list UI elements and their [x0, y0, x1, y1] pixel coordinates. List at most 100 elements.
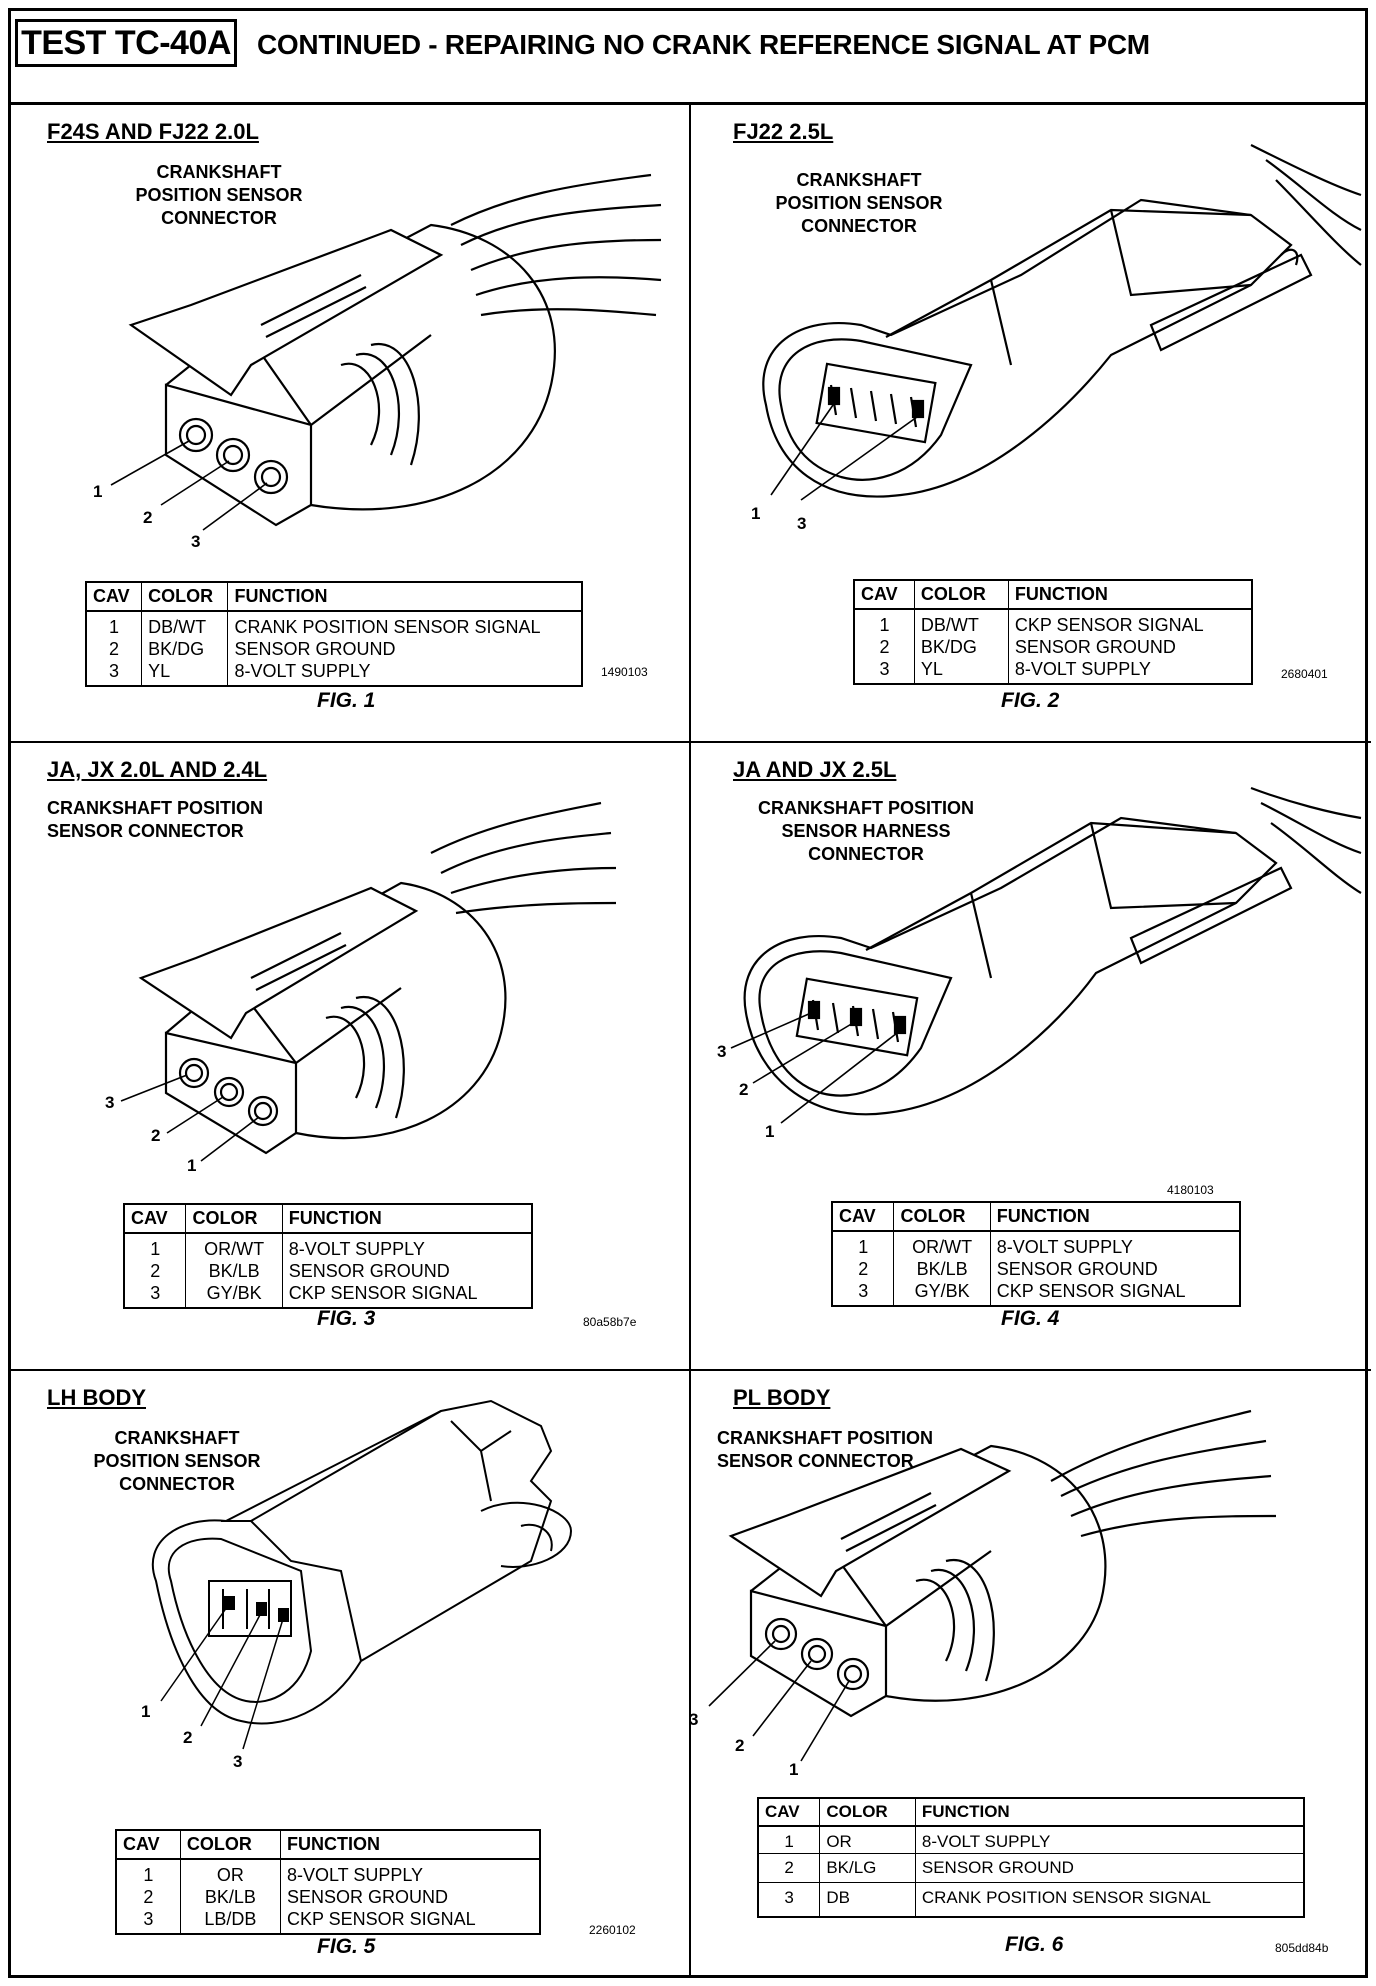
- drawing-code: 4180103: [1167, 1183, 1214, 1197]
- function-cell: 8-VOLT SUPPLY: [288, 1239, 425, 1259]
- function-cell: SENSOR GROUND: [915, 1853, 1304, 1883]
- component-label: CRANKSHAFT POSITION SENSOR CONNECTOR: [717, 1428, 933, 1471]
- color-cell: DB: [819, 1882, 916, 1917]
- function-cell: CRANK POSITION SENSOR SIGNAL: [921, 1888, 1211, 1907]
- component-label: CRANKSHAFT POSITION SENSOR CONNECTOR: [93, 1428, 261, 1494]
- cav-cell: 2: [832, 1258, 895, 1280]
- color-cell: OR/WT: [893, 1231, 991, 1258]
- table-row: 1 OR 8-VOLT SUPPLY: [116, 1859, 540, 1886]
- component-label: CRANKSHAFT POSITION SENSOR CONNECTOR: [135, 162, 303, 228]
- column-header: COLOR: [819, 1798, 916, 1827]
- page-frame: TEST TC-40A CONTINUED - REPAIRING NO CRA…: [8, 8, 1371, 1978]
- column-header: CAV: [116, 1830, 181, 1860]
- color-cell: OR/WT: [185, 1233, 283, 1260]
- table-row: 3 GY/BK CKP SENSOR SIGNAL: [124, 1282, 532, 1308]
- pin-label: 2: [739, 1080, 748, 1099]
- component-label: CRANKSHAFT POSITION SENSOR CONNECTOR: [47, 798, 263, 841]
- panel-fig2: FJ22 2.5L CRANKSHAFT POSITION SENSOR CON…: [691, 105, 1371, 743]
- cav-cell: 1: [854, 609, 915, 636]
- table-row: 3 LB/DB CKP SENSOR SIGNAL: [116, 1908, 540, 1934]
- drawing-code: 2260102: [589, 1923, 636, 1937]
- figure-label: FIG. 1: [317, 689, 376, 712]
- cav-cell: 1: [832, 1231, 895, 1258]
- cav-cell: 3: [86, 660, 143, 686]
- cav-cell: 2: [116, 1886, 181, 1908]
- pin-label: 2: [183, 1728, 192, 1747]
- color-cell: YL: [141, 660, 229, 686]
- cav-cell: 2: [854, 636, 915, 658]
- function-cell: CKP SENSOR SIGNAL: [288, 1283, 478, 1303]
- component-label: CRANKSHAFT POSITION SENSOR HARNESS CONNE…: [758, 798, 974, 864]
- table-row: 2 BK/DG SENSOR GROUND: [854, 636, 1252, 658]
- pin-label: 1: [93, 482, 102, 501]
- column-header: CAV: [854, 580, 915, 610]
- table-row: 1 OR/WT 8-VOLT SUPPLY: [832, 1231, 1240, 1258]
- pin-label: 3: [191, 532, 200, 551]
- panel-title: JA AND JX 2.5L: [733, 757, 897, 782]
- cav-cell: 2: [86, 638, 143, 660]
- function-cell: 8-VOLT SUPPLY: [996, 1237, 1133, 1257]
- cav-cell: 2: [124, 1260, 187, 1282]
- cav-cell: 1: [86, 611, 143, 638]
- function-cell: CKP SENSOR SIGNAL: [1014, 615, 1204, 635]
- function-cell: 8-VOLT SUPPLY: [1014, 659, 1151, 679]
- drawing-code: 80a58b7e: [583, 1315, 637, 1329]
- table-row: 2 BK/LB SENSOR GROUND: [124, 1260, 532, 1282]
- figure-label: FIG. 2: [1001, 689, 1060, 712]
- panel-fig1: F24S AND FJ22 2.0L CRANKSHAFT POSITION S…: [11, 105, 691, 743]
- panel-title: F24S AND FJ22 2.0L: [47, 119, 259, 144]
- color-cell: BK/LB: [180, 1886, 281, 1908]
- function-cell: SENSOR GROUND: [234, 639, 396, 659]
- panel-title: PL BODY: [733, 1385, 831, 1410]
- color-cell: DB/WT: [141, 611, 229, 638]
- column-header: FUNCTION: [282, 1204, 532, 1234]
- function-cell: SENSOR GROUND: [996, 1259, 1158, 1279]
- pin-label: 3: [717, 1042, 726, 1061]
- connector-drawing: 1 2 3: [93, 173, 662, 551]
- function-cell: SENSOR GROUND: [288, 1261, 450, 1281]
- cavity-table: CAV COLOR FUNCTION 1 OR 8-VOLT SUPPLY 2 …: [757, 1797, 1305, 1918]
- function-cell: CKP SENSOR SIGNAL: [286, 1909, 476, 1929]
- table-row: 2 BK/LG SENSOR GROUND: [758, 1853, 1304, 1883]
- color-cell: YL: [914, 658, 1009, 684]
- pin-label: 1: [187, 1156, 196, 1175]
- cavity-table: CAV COLOR FUNCTION 1 DB/WT CRANK POSITIO…: [85, 581, 583, 687]
- pin-label: 1: [751, 504, 760, 523]
- connector-drawing: 3 2 1: [717, 786, 1362, 1141]
- table-row: 1 DB/WT CRANK POSITION SENSOR SIGNAL: [86, 611, 582, 638]
- pin-label: 2: [143, 508, 152, 527]
- column-header: COLOR: [180, 1830, 281, 1860]
- panel-title: JA, JX 2.0L AND 2.4L: [47, 757, 268, 782]
- column-header: FUNCTION: [227, 582, 582, 612]
- color-cell: BK/LB: [185, 1260, 283, 1282]
- column-header: COLOR: [893, 1202, 991, 1232]
- pin-label: 2: [151, 1126, 160, 1145]
- connector-drawing: 1 2 3: [141, 1399, 573, 1771]
- panel-fig3: JA, JX 2.0L AND 2.4L CRANKSHAFT POSITION…: [11, 743, 691, 1371]
- table-row: 2 BK/LB SENSOR GROUND: [116, 1886, 540, 1908]
- cav-cell: 3: [854, 658, 915, 684]
- test-id-box: TEST TC-40A: [15, 19, 237, 67]
- function-cell: 8-VOLT SUPPLY: [286, 1865, 424, 1885]
- pin-label: 1: [141, 1702, 150, 1721]
- column-header: FUNCTION: [280, 1830, 540, 1860]
- color-cell: BK/LB: [893, 1258, 991, 1280]
- table-row: 3 YL 8-VOLT SUPPLY: [86, 660, 582, 686]
- function-cell: CKP SENSOR SIGNAL: [996, 1281, 1186, 1301]
- column-header: CAV: [758, 1798, 821, 1827]
- pin-label: 3: [691, 1710, 698, 1729]
- connector-drawing: 1 3: [751, 144, 1362, 533]
- panel-fig6: PL BODY CRANKSHAFT POSITION SENSOR CONNE…: [691, 1371, 1371, 1978]
- panel-fig5: LH BODY CRANKSHAFT POSITION SENSOR CONNE…: [11, 1371, 691, 1978]
- cav-cell: 2: [758, 1853, 821, 1883]
- drawing-code: 805dd84b: [1275, 1941, 1329, 1955]
- cav-cell: 1: [758, 1826, 821, 1854]
- drawing-code: 2680401: [1281, 667, 1328, 681]
- color-cell: GY/BK: [185, 1282, 283, 1308]
- color-cell: BK/DG: [914, 636, 1009, 658]
- table-row: 2 BK/DG SENSOR GROUND: [86, 638, 582, 660]
- function-cell: SENSOR GROUND: [286, 1887, 448, 1907]
- column-header: CAV: [86, 582, 143, 612]
- connector-drawing: 3 2 1: [105, 801, 617, 1175]
- panel-title: LH BODY: [47, 1385, 146, 1410]
